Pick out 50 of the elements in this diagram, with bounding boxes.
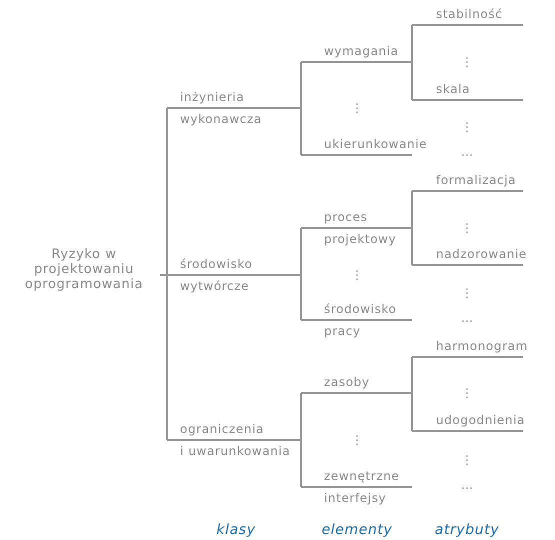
branch-label: wytwórcze — [180, 279, 250, 293]
connector-line — [411, 393, 413, 431]
connector-line — [411, 357, 413, 393]
ellipsis: … — [461, 478, 473, 492]
connector-line — [411, 62, 413, 100]
branch-label: nadzorowanie — [436, 247, 527, 261]
branch-label: formalizacja — [436, 173, 516, 187]
branch-label: ukierunkowanie — [324, 137, 428, 151]
connector-line — [300, 275, 302, 320]
branch-label: środowisko — [324, 302, 396, 316]
vertical-ellipsis: ⋮ — [461, 386, 473, 400]
vertical-ellipsis: ⋮ — [461, 120, 473, 134]
connector-line — [300, 108, 302, 155]
branch-label: skala — [436, 82, 470, 96]
connector-line — [411, 228, 413, 265]
column-header: elementy — [322, 522, 392, 538]
connector-line — [300, 393, 302, 440]
connector-line — [160, 274, 168, 440]
vertical-ellipsis: ⋮ — [351, 433, 363, 447]
ellipsis: … — [461, 145, 473, 159]
branch-label: wykonawcza — [180, 112, 262, 126]
branch-label: zewnętrzne — [324, 469, 400, 483]
branch-label: środowisko — [180, 257, 252, 271]
connector-line — [411, 191, 413, 228]
connector-line — [300, 62, 302, 108]
branch-label: interfejsy — [324, 491, 386, 505]
branch-label: proces — [324, 210, 368, 224]
branch-label: ograniczenia — [180, 422, 264, 436]
branch-label: i uwarunkowania — [180, 444, 290, 458]
branch-label: projektowy — [324, 232, 396, 246]
branch-label: wymagania — [324, 44, 399, 58]
connector-line — [300, 228, 302, 275]
vertical-ellipsis: ⋮ — [461, 453, 473, 467]
branch-label: stabilność — [436, 7, 502, 21]
column-header: klasy — [216, 522, 256, 538]
vertical-ellipsis: ⋮ — [351, 101, 363, 115]
branch-label: pracy — [324, 324, 361, 338]
vertical-ellipsis: ⋮ — [461, 221, 473, 235]
branch-label: inżynieria — [180, 90, 244, 104]
vertical-ellipsis: ⋮ — [351, 268, 363, 282]
vertical-ellipsis: ⋮ — [461, 55, 473, 69]
connector-line — [300, 440, 302, 487]
vertical-ellipsis: ⋮ — [461, 286, 473, 300]
branch-label: zasoby — [324, 375, 370, 389]
ellipsis: … — [461, 311, 473, 325]
connector-line — [411, 25, 413, 62]
root-label: Ryzyko w projektowaniu oprogramowania — [24, 247, 144, 292]
branch-label: harmonogram — [436, 339, 528, 353]
column-header: atrybuty — [434, 522, 500, 538]
branch-label: udogodnienia — [436, 413, 525, 427]
